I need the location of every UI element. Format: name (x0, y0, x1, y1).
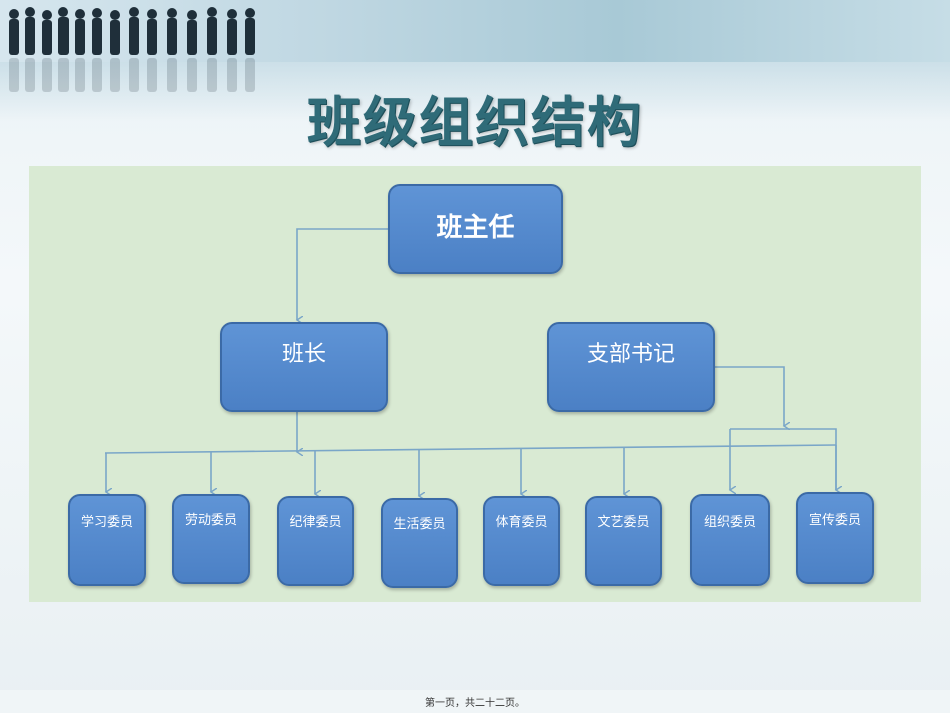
org-node-label: 班长 (281, 342, 326, 367)
org-node-discipline-member: 纪律委员 (277, 496, 354, 586)
org-node-class-monitor: 班长 (220, 322, 388, 412)
org-node-label: 宣传委员 (808, 513, 861, 528)
org-node-label: 文艺委员 (597, 515, 650, 530)
org-node-branch-secretary: 支部书记 (547, 322, 715, 412)
org-node-label: 支部书记 (586, 342, 675, 367)
person-silhouette (207, 7, 217, 55)
connector-secretary-to-bus (715, 366, 784, 426)
org-node-head-teacher: 班主任 (388, 184, 563, 274)
person-silhouette (147, 9, 157, 55)
org-node-arts-member: 文艺委员 (585, 496, 662, 586)
person-silhouette (227, 9, 237, 55)
people-silhouettes-decoration (9, 7, 255, 92)
connector-secretary-bus (730, 428, 837, 490)
org-node-organization-member: 组织委员 (690, 494, 770, 586)
org-node-label: 组织委员 (703, 515, 756, 530)
person-silhouette (92, 8, 102, 55)
org-node-labor-member: 劳动委员 (172, 494, 250, 584)
person-silhouette (187, 10, 197, 55)
connector-root-to-monitor (297, 228, 388, 320)
connector-main-bus (104, 444, 837, 454)
person-silhouette (167, 8, 177, 55)
org-node-label: 劳动委员 (184, 513, 237, 528)
org-node-label: 体育委员 (495, 515, 548, 530)
org-node-publicity-member: 宣传委员 (796, 492, 874, 584)
header-band (0, 0, 950, 62)
org-node-label: 班主任 (436, 213, 515, 243)
page-title: 班级组织结构 (307, 91, 643, 154)
header-band-fade (0, 62, 950, 122)
org-node-label: 纪律委员 (289, 515, 342, 530)
org-node-label: 生活委员 (393, 517, 446, 532)
person-silhouette (9, 9, 19, 55)
org-node-life-member: 生活委员 (381, 498, 458, 588)
org-node-study-member: 学习委员 (68, 494, 146, 586)
person-silhouette (110, 10, 120, 55)
page-footer: 第一页，共二十二页。 (425, 698, 525, 709)
person-silhouette (129, 7, 139, 55)
person-silhouette (25, 7, 35, 55)
org-node-sports-member: 体育委员 (483, 496, 560, 586)
footer-strip (0, 690, 950, 713)
person-silhouette (58, 7, 69, 55)
person-silhouette (75, 9, 85, 55)
person-silhouette (42, 10, 52, 55)
org-node-label: 学习委员 (80, 515, 133, 530)
person-silhouette (245, 8, 255, 55)
